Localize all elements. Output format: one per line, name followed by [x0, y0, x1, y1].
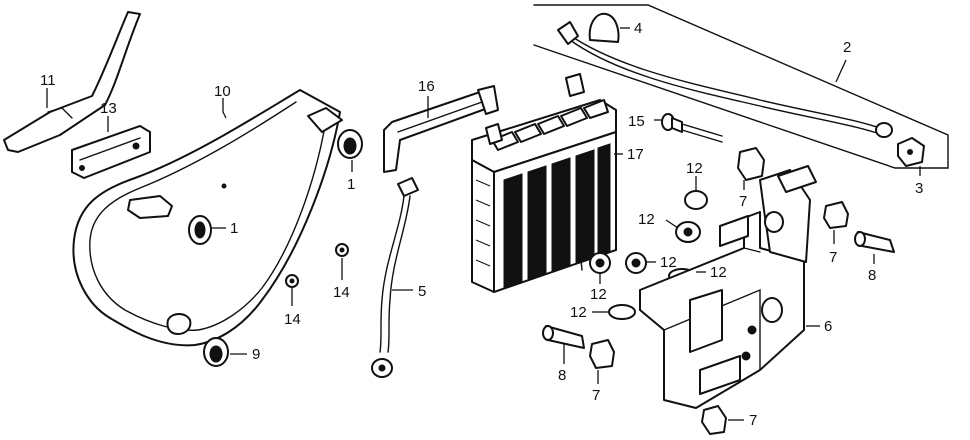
- callout-14b: 14: [333, 284, 350, 301]
- part-2-cable-group: [533, 4, 949, 169]
- callout-10: 10: [214, 83, 231, 100]
- part-11-strip: [3, 11, 141, 153]
- callout-13: 13: [100, 100, 117, 117]
- part-9-grommet: [203, 337, 229, 367]
- part-12-pad-d: [625, 252, 647, 274]
- part-12-pad-b: [675, 221, 701, 243]
- part-16-battery-strap: [383, 85, 499, 173]
- part-7-cushion-c: [589, 339, 615, 369]
- part-12-pad-c: [589, 252, 611, 274]
- callout-3: 3: [915, 180, 923, 197]
- callout-17: 17: [627, 146, 644, 163]
- part-7-cushion-a: [737, 147, 765, 181]
- callout-12e: 12: [590, 286, 607, 303]
- part-17-battery: [471, 73, 617, 293]
- part-7-cushion-d: [701, 405, 727, 435]
- part-8-collar-a: [854, 231, 895, 253]
- part-1-grommet-a: [188, 215, 212, 245]
- callout-2: 2: [843, 39, 851, 56]
- callout-4: 4: [634, 20, 642, 37]
- callout-12a: 12: [686, 160, 703, 177]
- battery-front-ribs: [475, 179, 491, 267]
- callout-7a: 7: [739, 193, 747, 210]
- part-14-nut-b: [335, 243, 349, 257]
- leader-lines: [46, 27, 921, 421]
- part-7-cushion-e: [777, 165, 817, 193]
- part-3-terminal-cap: [897, 137, 925, 167]
- part-12-pad-a: [684, 190, 708, 210]
- callout-6: 6: [824, 318, 832, 335]
- part-5-ground-cable: [371, 177, 419, 378]
- battery-cell-caps: [491, 99, 609, 151]
- callout-16: 16: [418, 78, 435, 95]
- part-13-bracket: [71, 125, 151, 179]
- callout-14a: 14: [284, 311, 301, 328]
- part-7-cushion-b: [823, 201, 849, 229]
- part-15-bolt: [661, 113, 723, 143]
- part-10-side-cover: [72, 89, 343, 347]
- callout-12d: 12: [710, 264, 727, 281]
- callout-15: 15: [628, 113, 645, 130]
- part-1-grommet-b: [337, 129, 363, 159]
- callout-1a: 1: [230, 220, 238, 237]
- callout-12f: 12: [570, 304, 587, 321]
- battery-cell-windows: [503, 143, 611, 289]
- callout-12c: 12: [660, 254, 677, 271]
- callout-labels: 11 13 10 1 1 9 14 14 5 16 17 15 4 2 3 12…: [40, 20, 923, 429]
- part-12-pad-f: [608, 304, 636, 320]
- callout-7b: 7: [829, 249, 837, 266]
- part-6-battery-tray: [639, 169, 811, 409]
- callout-1b: 1: [347, 176, 355, 193]
- callout-7d: 7: [749, 412, 757, 429]
- part-4-terminal-cover: [588, 12, 620, 43]
- callout-8b: 8: [558, 367, 566, 384]
- callout-9: 9: [252, 346, 260, 363]
- callout-8a: 8: [868, 267, 876, 284]
- callout-11: 11: [40, 72, 56, 89]
- part-14-nut-a: [285, 274, 299, 288]
- callout-7c: 7: [592, 387, 600, 404]
- callout-5: 5: [418, 283, 426, 300]
- part-8-collar-b: [542, 325, 585, 349]
- callout-12b: 12: [638, 211, 655, 228]
